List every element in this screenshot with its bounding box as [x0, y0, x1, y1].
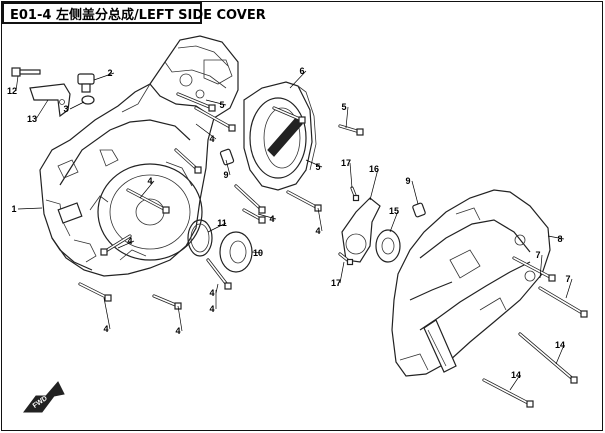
bolt: [286, 190, 322, 212]
callout-5: 5: [219, 100, 224, 110]
leader-line: [317, 207, 323, 232]
leader-line: [139, 180, 155, 199]
bolt: [512, 256, 556, 282]
leader-line: [205, 99, 227, 106]
leader-line: [339, 261, 345, 284]
bolt: [100, 234, 132, 256]
seal-cap-10: [219, 231, 253, 273]
callout-10: 10: [253, 248, 263, 258]
leader-line: [349, 162, 353, 189]
callout-4: 4: [103, 324, 108, 334]
callout-5: 5: [315, 162, 320, 172]
callout-17: 17: [331, 278, 341, 288]
callout-12: 12: [7, 86, 17, 96]
callout-9: 9: [223, 170, 228, 180]
leader-line: [103, 297, 111, 330]
bolt: [194, 106, 236, 132]
leader-line: [257, 213, 277, 220]
diagram-title: E01-4 左侧盖分总成/LEFT SIDE COVER: [2, 2, 266, 24]
leader-line: [547, 235, 565, 240]
bolt: [174, 148, 202, 174]
leader-line: [225, 159, 231, 176]
bolt: [206, 258, 232, 290]
callout-7: 7: [535, 250, 540, 260]
callout-17: 17: [341, 158, 351, 168]
leader-line: [565, 278, 573, 299]
leader-line: [69, 101, 85, 110]
bolt: [350, 186, 360, 202]
callout-8: 8: [557, 234, 562, 244]
bolt: [126, 188, 170, 214]
bolt: [272, 106, 306, 124]
callout-4: 4: [209, 304, 214, 314]
leader-line: [389, 210, 399, 233]
leader-line: [411, 180, 419, 205]
callout-14: 14: [555, 340, 565, 350]
bolt: [538, 286, 588, 318]
leader-line: [15, 75, 19, 92]
leader-line: [289, 70, 307, 89]
callout-4: 4: [175, 326, 180, 336]
callout-6: 6: [299, 66, 304, 76]
leader-line: [195, 123, 217, 140]
callout-13: 13: [27, 114, 37, 124]
gasket-16: [341, 197, 381, 263]
leader-line: [369, 168, 379, 201]
leader-line: [207, 222, 227, 233]
bolt-12: [11, 67, 41, 77]
oil-filler-plug: [77, 73, 95, 105]
leader-line: [177, 305, 183, 332]
callout-9: 9: [405, 176, 410, 186]
callout-4: 4: [315, 226, 320, 236]
leader-line: [509, 374, 521, 391]
callout-15: 15: [389, 206, 399, 216]
sprocket-cover: [391, 189, 551, 377]
callout-4: 4: [209, 134, 214, 144]
leader-line: [35, 99, 49, 120]
bolt: [152, 294, 182, 310]
o-ring-11: [187, 219, 213, 257]
bracket-plate: [29, 83, 71, 118]
callout-2: 2: [107, 68, 112, 78]
bolt: [482, 378, 534, 408]
forward-arrow-icon: FWD: [23, 381, 65, 413]
bolt: [242, 208, 266, 224]
dowel-pin: [219, 148, 426, 218]
leader-line: [539, 254, 543, 279]
callout-4: 4: [127, 236, 132, 246]
leader-line: [17, 207, 43, 210]
leader-line: [117, 240, 135, 249]
bolt: [176, 92, 216, 112]
callout-16: 16: [369, 164, 379, 174]
bolt: [78, 282, 112, 302]
leader-line: [345, 106, 349, 129]
callout-4: 4: [147, 176, 152, 186]
callout-4: 4: [209, 288, 214, 298]
bolt: [338, 124, 364, 136]
leader-lines: [15, 70, 573, 391]
callout-11: 11: [217, 218, 227, 228]
callout-4: 4: [269, 214, 274, 224]
bolt: [338, 252, 354, 266]
leader-line: [305, 159, 323, 168]
bearing-15: [375, 229, 401, 263]
leader-line: [251, 251, 263, 254]
callout-5: 5: [341, 102, 346, 112]
callout-3: 3: [63, 104, 68, 114]
callout-14: 14: [511, 370, 521, 380]
bolt: [518, 332, 578, 384]
callout-7: 7: [565, 274, 570, 284]
stator-cover: [243, 81, 317, 191]
leader-line: [555, 344, 565, 365]
leader-line: [93, 72, 115, 81]
bolt: [234, 184, 266, 214]
left-crankcase-cover: [39, 35, 239, 277]
callout-1: 1: [11, 204, 16, 214]
